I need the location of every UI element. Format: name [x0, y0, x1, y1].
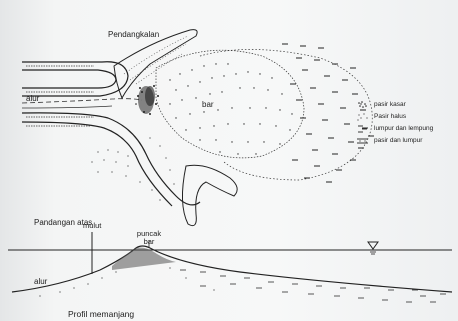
bar-outline [156, 50, 304, 158]
channel-banks [22, 62, 200, 206]
bar-crest-sand [112, 248, 176, 271]
label-mulut: mulut [83, 222, 101, 230]
label-pendangkalan: Pendangkalan [108, 31, 159, 39]
label-alur-profile: alur [34, 278, 47, 286]
profile-mud-dashes [180, 270, 446, 302]
profile-bed-line [12, 246, 452, 292]
dash-dot-lines-icon [356, 136, 370, 146]
dash-lines-icon [356, 124, 370, 134]
label-alur-top: alur [26, 95, 39, 103]
profile-section [8, 232, 452, 302]
spit-stipple [124, 36, 188, 74]
spit-outline [114, 30, 197, 98]
fine-sand-stipple [91, 63, 292, 200]
channel-flow-lines [22, 99, 142, 108]
lower-tongue [182, 165, 237, 225]
legend-label-pasir-kasar: pasir kasar [374, 101, 406, 108]
dense-stipple-icon [356, 100, 370, 110]
outer-deposit-boundary [200, 49, 372, 180]
legend-label-lumpur-lempung: lumpur dan lempung [374, 125, 433, 132]
label-bar: bar [202, 101, 214, 109]
water-level-icon [368, 242, 378, 254]
coarse-sand-mass [135, 85, 159, 115]
legend-label-pasir-halus: Pasir halus [374, 113, 406, 120]
sparse-stipple-icon [356, 112, 370, 122]
legend-label-pasir-lumpur: pasir dan lumpur [374, 137, 422, 144]
label-puncak-bar: puncak bar [134, 230, 164, 246]
label-profil-memanjang: Profil memanjang [68, 310, 134, 319]
